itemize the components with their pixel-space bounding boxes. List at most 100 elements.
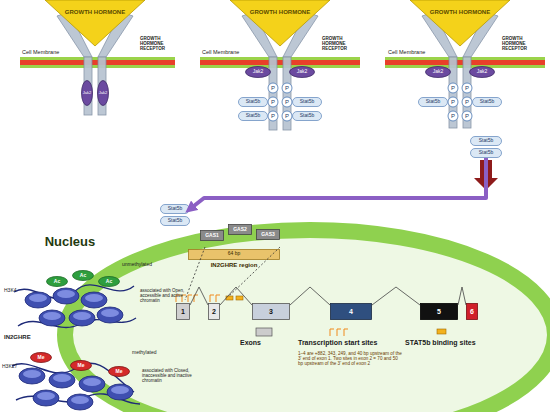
nucleosome bbox=[69, 310, 95, 326]
nucleosome-highlight bbox=[85, 294, 103, 302]
stat5b-pill-text: Stat5b bbox=[246, 113, 260, 118]
membrane-label: Cell Membrane bbox=[388, 49, 448, 55]
phosphate-label: P bbox=[448, 97, 458, 107]
jak2-oval-shape bbox=[470, 67, 495, 78]
phosphate-label: P bbox=[268, 97, 278, 107]
tss-note: 1–4 are +882, 343, 249, and 40 bp upstre… bbox=[298, 351, 402, 366]
methyl-mark-text: Me bbox=[78, 363, 85, 368]
translocation-arrow bbox=[190, 158, 486, 209]
membrane-band bbox=[200, 57, 360, 68]
exon-box-shape bbox=[177, 304, 190, 320]
exon-box-text: 2 bbox=[212, 308, 216, 315]
stat5b-pill-text: Stat5b bbox=[300, 113, 314, 118]
jak2-oval-shape bbox=[426, 67, 451, 78]
stat5b-pill-shape bbox=[293, 98, 322, 107]
gas-box-shape bbox=[229, 225, 252, 235]
gas-box-text: GAS1 bbox=[205, 233, 219, 238]
phosphate-circle bbox=[448, 83, 458, 93]
jak2-oval: Jak2 bbox=[245, 66, 271, 78]
phosphate-circles bbox=[268, 83, 472, 121]
jak2-oval-shape bbox=[98, 81, 109, 106]
acetyl-mark: Ac bbox=[46, 276, 68, 287]
nucleosome-highlight bbox=[23, 370, 41, 378]
exon-box-text: 6 bbox=[470, 308, 474, 315]
jak2-oval-text: Jak2 bbox=[433, 69, 444, 74]
jak2-oval-text: Jak2 bbox=[253, 69, 264, 74]
phosphate-label: P bbox=[268, 111, 278, 121]
histone-label: H3K27 bbox=[2, 364, 32, 370]
nucleosome bbox=[33, 390, 59, 406]
hormone-triangle-text: GROWTH HORMONE bbox=[230, 9, 330, 15]
jak2-oval: Jak2 bbox=[97, 80, 109, 106]
membrane-core bbox=[20, 60, 175, 65]
nucleosome-highlight bbox=[71, 396, 89, 404]
jak2-oval: Jak2 bbox=[81, 80, 93, 106]
exon-box-text: 1 bbox=[181, 308, 185, 315]
exon-icon bbox=[256, 328, 272, 336]
stat5b-pill-text: Stat5b bbox=[426, 99, 440, 104]
stat5b-pill: Stat5b bbox=[418, 97, 448, 107]
exon-box-text: 5 bbox=[437, 308, 441, 315]
hormone-triangle-shape bbox=[410, 0, 510, 46]
ghre-region-bar-shape bbox=[189, 250, 280, 260]
jak2-oval-shape bbox=[246, 67, 271, 78]
hormone-triangle-outline bbox=[410, 0, 510, 46]
hormone-triangle-shape bbox=[45, 0, 145, 46]
stat5b-pill: Stat5b bbox=[470, 148, 502, 158]
stat5b-pill-shape bbox=[239, 112, 268, 121]
methyl-mark: Me bbox=[30, 352, 52, 363]
acetyl-mark-text: Ac bbox=[106, 279, 112, 284]
receptor-label: GROWTH HORMONE RECEPTOR bbox=[140, 36, 180, 51]
stat5b-pill-shape bbox=[293, 112, 322, 121]
hormone-triangle-text: GROWTH HORMONE bbox=[45, 9, 145, 15]
hormone-triangle: GROWTH HORMONE bbox=[230, 0, 330, 46]
exon-box: 3 bbox=[252, 303, 290, 320]
gas-box-text: GAS3 bbox=[261, 232, 275, 237]
nucleosome bbox=[79, 376, 105, 392]
phosphate-label: P bbox=[282, 97, 292, 107]
phosphate-circle bbox=[268, 97, 278, 107]
receptor-stem bbox=[463, 57, 471, 128]
gas-box-shape bbox=[201, 231, 224, 241]
acetyl-mark: Ac bbox=[98, 276, 120, 287]
legend-text: STAT5b binding sites bbox=[405, 339, 476, 346]
phosphate-circle bbox=[282, 83, 292, 93]
methyl-mark-text: Me bbox=[116, 369, 123, 374]
methyl-mark-shape bbox=[109, 367, 130, 377]
nucleosome bbox=[25, 292, 51, 308]
methyl-mark-shape bbox=[31, 353, 52, 363]
phosphate-label: P bbox=[462, 111, 472, 121]
nucleosome-highlight bbox=[73, 312, 91, 320]
phosphate-circle bbox=[448, 97, 458, 107]
methyl-mark-text: Me bbox=[38, 355, 45, 360]
stat5b-pill-text: Stat5b bbox=[168, 206, 182, 211]
nucleosome bbox=[39, 310, 65, 326]
nucleosome-highlight bbox=[111, 386, 129, 394]
phosphate-label: P bbox=[462, 83, 472, 93]
receptor-label: GROWTH HORMONE RECEPTOR bbox=[502, 36, 544, 51]
nucleosome-highlight bbox=[29, 294, 47, 302]
receptor-stem bbox=[449, 57, 457, 128]
methyl-mark: Me bbox=[70, 360, 92, 371]
stat5b-pill-shape bbox=[239, 98, 268, 107]
phosphate-circle bbox=[462, 111, 472, 121]
nucleosome-highlight bbox=[53, 374, 71, 382]
hormone-triangle-outline bbox=[230, 0, 330, 46]
stat5b-pill: Stat5b bbox=[160, 216, 190, 226]
chromatin-note: associated with Open, accessible and act… bbox=[140, 288, 188, 303]
legend-item: Exons bbox=[240, 339, 285, 346]
stat5b-pill-shape bbox=[419, 98, 448, 107]
hormone-triangle-shape bbox=[230, 0, 330, 46]
jak2-oval-shape bbox=[82, 81, 93, 106]
phosphate-label: P bbox=[282, 83, 292, 93]
nucleosome bbox=[107, 384, 133, 400]
hormone-triangle-outline bbox=[45, 0, 145, 46]
phosphate-circle bbox=[448, 111, 458, 121]
nucleosome-highlight bbox=[57, 290, 75, 298]
jak2-oval-shape bbox=[290, 67, 315, 78]
nucleosome bbox=[67, 394, 93, 410]
hormone-triangle-text: GROWTH HORMONE bbox=[410, 9, 510, 15]
stat5b-pill-shape bbox=[471, 149, 502, 158]
exon-box-text: 3 bbox=[269, 308, 273, 315]
